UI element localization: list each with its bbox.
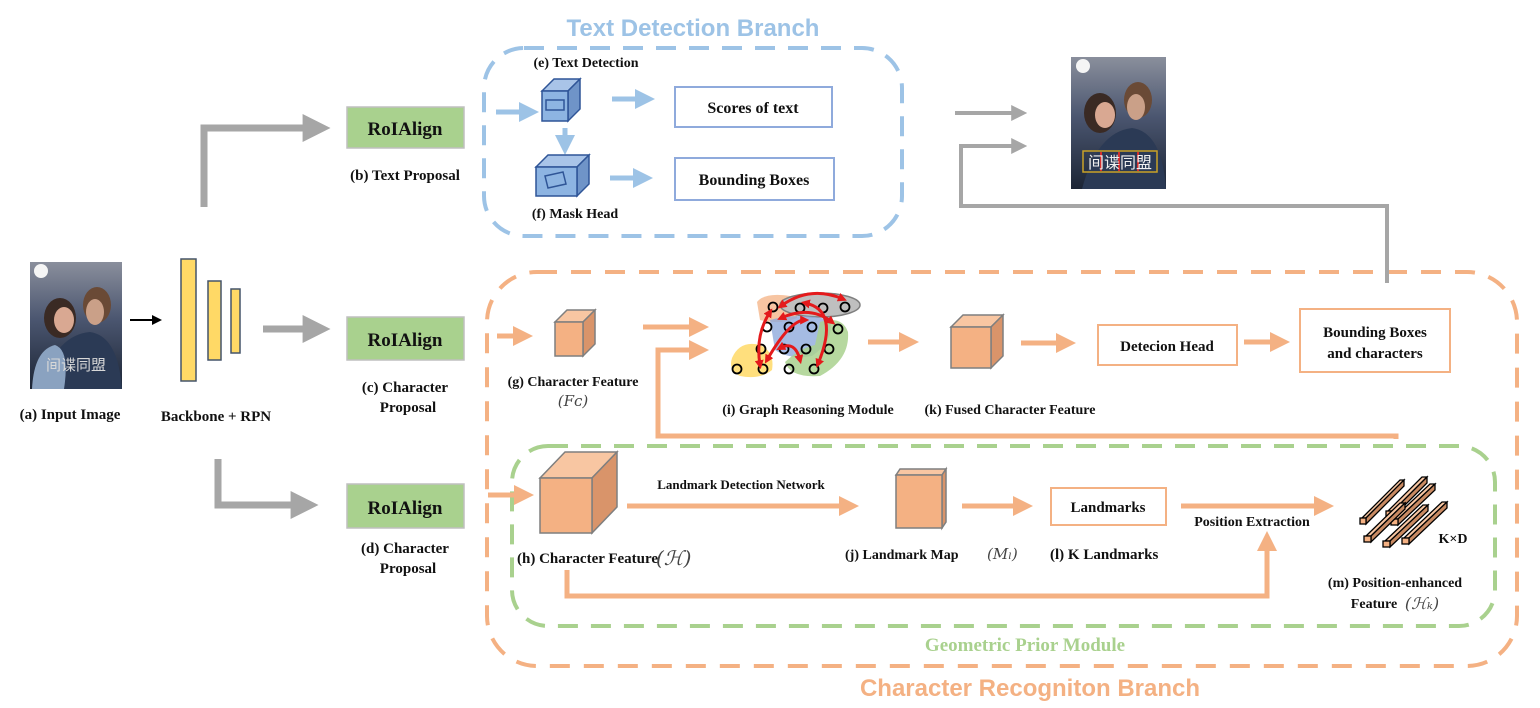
mask-head-cube xyxy=(534,153,591,198)
input-image-overlay-text: 间谍同盟 xyxy=(46,356,106,374)
position-enhanced-caption-1: (m) Position-enhanced xyxy=(1328,576,1462,591)
char-proposal-d-caption-1: (d) Character xyxy=(361,541,449,557)
char-proposal-c-caption-1: (c) Character xyxy=(362,380,449,396)
position-enhanced-feature-bars xyxy=(1359,475,1449,549)
char-feature-h-caption: (h) Character Feature xyxy=(517,551,658,567)
k-landmarks-caption: (l) K Landmarks xyxy=(1050,547,1159,563)
position-feature-to-graph-arrow xyxy=(655,340,1399,439)
text-bounding-boxes-box: Bounding Boxes xyxy=(674,157,835,201)
char-feature-h-cube xyxy=(538,450,619,535)
geometric-prior-module-title: Geometric Prior Module xyxy=(925,635,1125,656)
position-enhanced-caption-2: Feature xyxy=(1351,597,1397,612)
scores-of-text-label: Scores of text xyxy=(707,100,799,117)
graph-edges xyxy=(754,291,847,370)
char-output-label-1: Bounding Boxes xyxy=(1323,325,1427,341)
text-detection-caption: (e) Text Detection xyxy=(534,56,639,71)
char-output-label-2: and characters xyxy=(1327,346,1423,362)
landmark-map-caption: (j) Landmark Map xyxy=(845,548,959,563)
backbone-feature-pyramid xyxy=(180,258,241,382)
roialign-label: RoIAlign xyxy=(368,498,443,519)
char-branch-to-output-arrow xyxy=(959,138,1389,283)
feature-bar xyxy=(1359,478,1406,526)
text-detection-branch-title: Text Detection Branch xyxy=(567,15,820,42)
feature-bar xyxy=(1401,500,1449,546)
char-proposal-d-caption-2: Proposal xyxy=(380,561,436,577)
geometric-prior-module: Geometric Prior Module xyxy=(510,444,1497,656)
roialign-character-proposal-c: RoIAlign xyxy=(346,316,465,361)
landmark-detection-network-label: Landmark Detection Network xyxy=(657,477,825,492)
output-image: 间谍同盟 xyxy=(1071,57,1166,189)
char-feature-g-caption: (g) Character Feature xyxy=(508,375,639,390)
roialign-text-proposal: RoIAlign xyxy=(346,106,465,149)
backbone-to-geo-proposal-arrow xyxy=(214,459,319,519)
input-image: 间谍同盟 xyxy=(30,262,122,389)
backbone-to-text-proposal-arrow xyxy=(200,114,331,207)
detection-head-label: Detecion Head xyxy=(1120,339,1214,355)
scores-of-text-box: Scores of text xyxy=(674,86,833,128)
char-proposal-c-caption-2: Proposal xyxy=(380,400,436,416)
landmarks-label: Landmarks xyxy=(1070,500,1145,516)
char-feature-skip-arrow xyxy=(564,531,1277,599)
position-enhanced-symbol: (ℋₖ) xyxy=(1405,594,1439,613)
graph-reasoning-caption: (i) Graph Reasoning Module xyxy=(722,403,894,418)
text-detection-cube xyxy=(540,77,582,123)
char-feature-h-symbol: (ℋ) xyxy=(656,546,691,570)
graph-reasoning-module xyxy=(731,291,861,378)
output-image-overlay-text: 间谍同盟 xyxy=(1088,153,1152,172)
feature-bar xyxy=(1363,501,1407,544)
character-recognition-branch: Character Recogniton Branch xyxy=(485,270,1519,702)
char-feature-g-symbol: (Fᴄ) xyxy=(558,392,589,410)
mask-head-caption: (f) Mask Head xyxy=(532,207,619,222)
feature-bar xyxy=(1382,503,1430,549)
input-image-caption: (a) Input Image xyxy=(20,407,121,423)
fused-char-feature-cube xyxy=(949,313,1005,370)
text-detection-branch: Text Detection Branch xyxy=(482,15,904,238)
kxd-label: K×D xyxy=(1439,532,1468,547)
roialign-character-proposal-d: RoIAlign xyxy=(346,483,465,529)
char-output-box: Bounding Boxes xyxy=(1299,308,1451,373)
backbone-caption: Backbone + RPN xyxy=(161,409,271,425)
character-recognition-branch-title: Character Recogniton Branch xyxy=(860,675,1200,702)
roialign-label: RoIAlign xyxy=(368,330,443,351)
landmark-map-cube xyxy=(894,466,948,531)
detection-head-box: Detecion Head xyxy=(1097,324,1238,366)
text-proposal-caption: (b) Text Proposal xyxy=(350,168,460,184)
char-feature-g-cube xyxy=(553,308,597,358)
text-bounding-boxes-label: Bounding Boxes xyxy=(699,172,810,189)
landmarks-box: Landmarks xyxy=(1050,487,1167,526)
fused-char-feature-caption: (k) Fused Character Feature xyxy=(925,403,1096,418)
roialign-label: RoIAlign xyxy=(368,119,443,140)
landmark-map-symbol: (Mₗ) xyxy=(987,545,1018,563)
position-extraction-label: Position Extraction xyxy=(1194,515,1310,530)
